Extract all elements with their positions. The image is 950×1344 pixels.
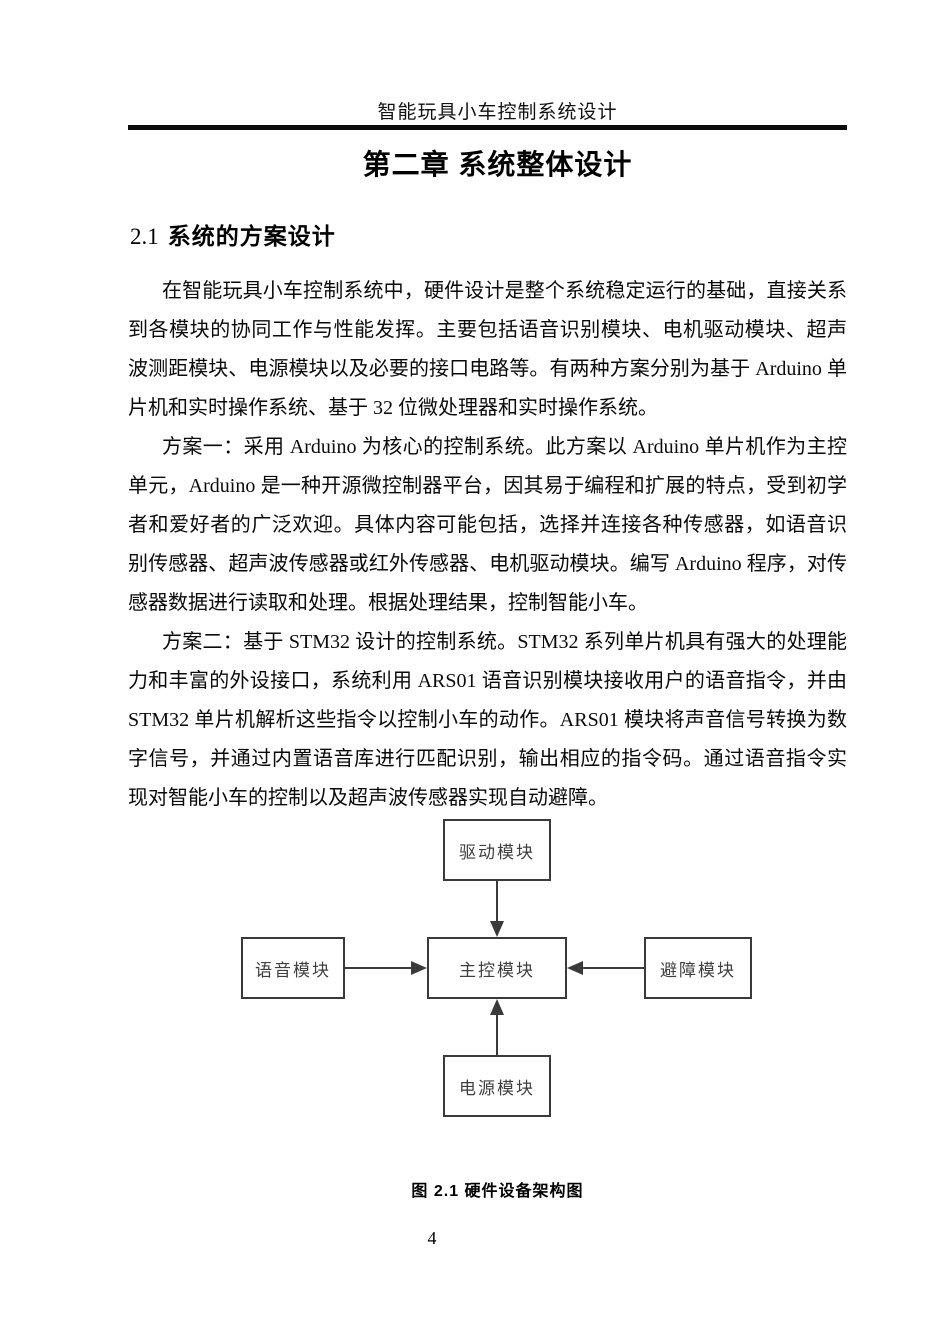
paragraph-plan-one: 方案一：采用 Arduino 为核心的控制系统。此方案以 Arduino 单片机… <box>128 436 847 614</box>
arrow-power-to-main <box>490 999 504 1055</box>
arrow-obstacle-to-main <box>567 961 644 975</box>
diagram-box-voice-module: 语音模块 <box>241 937 345 999</box>
chapter-title: 第二章 系统整体设计 <box>362 149 633 180</box>
header-rule <box>128 125 847 130</box>
paragraph-plan-two: 方案二：基于 STM32 设计的控制系统。STM32 系列单片机具有强大的处理能… <box>128 631 847 809</box>
diagram-box-obstacle-avoidance-module: 避障模块 <box>644 937 752 999</box>
diagram-box-main-control-module: 主控模块 <box>427 937 567 999</box>
paragraph-overview: 在智能玩具小车控制系统中，硬件设计是整个系统稳定运行的基础，直接关系到各模块的协… <box>128 280 847 419</box>
diagram-arrows <box>345 881 644 1055</box>
section-heading: 2.1 系统的方案设计 <box>130 217 336 251</box>
figure-hardware-architecture: 驱动模块 语音模块 主控模块 避障模块 电源模块 <box>0 819 950 1119</box>
diagram-box-power-module: 电源模块 <box>443 1055 551 1117</box>
arrow-drive-to-main <box>490 881 504 937</box>
diagram-box-drive-module: 驱动模块 <box>443 819 551 881</box>
figure-caption: 图 2.1 硬件设备架构图 <box>411 1183 584 1200</box>
section-number: 2.1 <box>130 224 159 249</box>
body-text: 在智能玩具小车控制系统中，硬件设计是整个系统稳定运行的基础，直接关系到各模块的协… <box>128 272 847 818</box>
arrow-voice-to-main <box>345 961 427 975</box>
page-number: 4 <box>427 1228 437 1248</box>
section-title: 系统的方案设计 <box>167 223 336 249</box>
running-header-title: 智能玩具小车控制系统设计 <box>377 102 618 123</box>
